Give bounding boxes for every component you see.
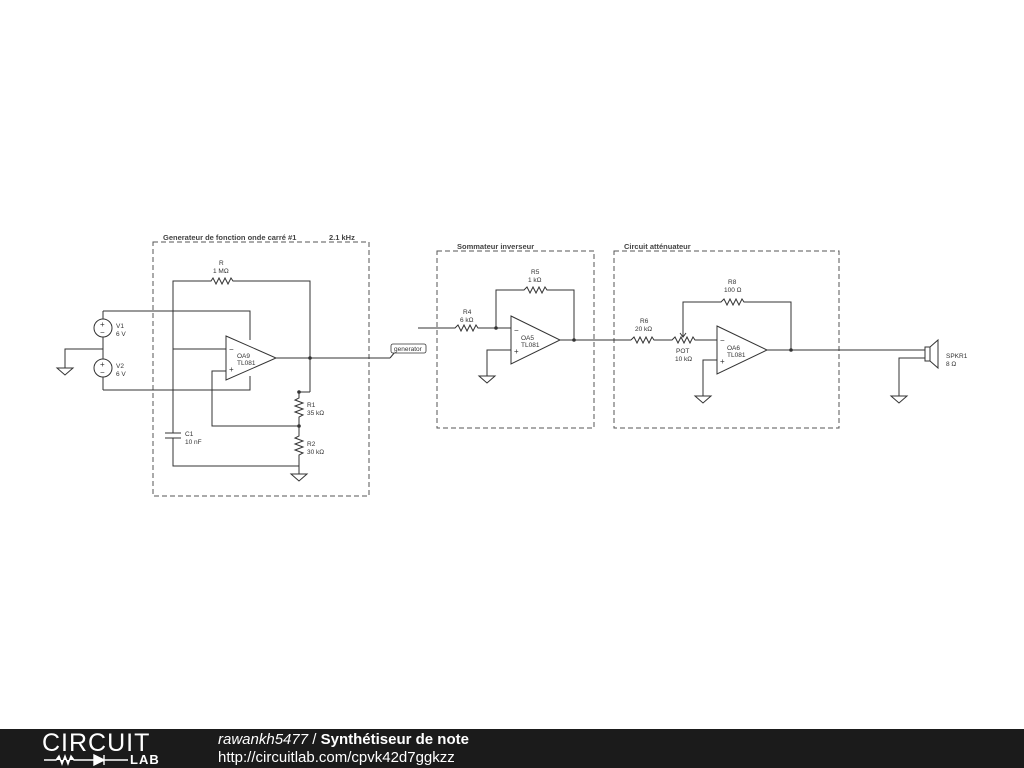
spkr1-ref: SPKR1 [946, 353, 968, 360]
junction-dot [297, 424, 301, 428]
r6-pot-chain [630, 335, 717, 345]
junction-dot [308, 356, 312, 360]
v2-source: + − [93, 358, 113, 378]
r5-ref: R5 [531, 269, 540, 276]
r2-ref: R2 [307, 441, 316, 448]
v1-minus-sign: − [100, 328, 105, 337]
oa6-part: TL081 [727, 352, 746, 359]
oa6-minus-sign: − [720, 336, 725, 345]
c1-capacitor [165, 349, 299, 467]
footer-bar: CIRCUIT LAB rawankh5477 / Synthétiseur d… [0, 729, 1024, 768]
r4-value: 6 kΩ [460, 317, 474, 324]
r-feedback-resistor [172, 276, 311, 392]
r1-resistor [293, 391, 310, 426]
circuit-url-link[interactable]: http://circuitlab.com/cpvk42d7ggkzz [218, 749, 455, 766]
circuit-attribution: rawankh5477 / Synthétiseur de note [218, 731, 469, 749]
junction-dot [789, 348, 793, 352]
oa9-ref: OA9 [237, 353, 250, 360]
oa5-noninv-ground-wire [486, 349, 511, 376]
r4-ref: R4 [463, 309, 472, 316]
speaker-ground-wire [898, 357, 925, 396]
ground-icon [477, 375, 497, 384]
v1-plus-sign: + [100, 320, 105, 329]
circuitlab-logo[interactable]: CIRCUIT LAB [42, 731, 182, 767]
ground-icon [693, 395, 713, 404]
ground-icon [289, 473, 309, 482]
logo-waveform-icon [44, 753, 128, 767]
oa6-plus-sign: + [720, 357, 725, 366]
v1-source: + − [93, 318, 113, 338]
oa6-opamp [716, 325, 769, 375]
logo-text-lab: LAB [130, 752, 160, 767]
oa9-plus-sign: + [229, 365, 234, 374]
r4-resistor [418, 323, 511, 333]
generator-net-label-box [390, 343, 427, 354]
oa5-part: TL081 [521, 342, 540, 349]
r8-value: 100 Ω [724, 287, 742, 294]
r6-ref: R6 [640, 318, 649, 325]
oa9-part: TL081 [237, 360, 256, 367]
r1-value: 35 kΩ [307, 410, 324, 417]
title-separator: / [308, 731, 321, 748]
speaker-icon [929, 338, 939, 370]
pot-wiper-arrow [679, 331, 687, 338]
v2-minus-sign: − [100, 368, 105, 377]
v1-ref: V1 [116, 323, 124, 330]
r5-value: 1 kΩ [528, 277, 542, 284]
oa9-minus-sign: − [229, 345, 234, 354]
v-plus-rail [103, 310, 251, 340]
v-minus-rail [103, 376, 251, 391]
v2-value: 6 V [116, 371, 126, 378]
c1-value: 10 nF [185, 439, 202, 446]
r2-resistor [293, 426, 305, 474]
r-ref: R [219, 260, 224, 267]
junction-dot [494, 326, 498, 330]
summer-block-title: Sommateur inverseur [457, 242, 534, 251]
r8-ref: R8 [728, 279, 737, 286]
pot-value: 10 kΩ [675, 356, 692, 363]
author-link[interactable]: rawankh5477 [218, 731, 309, 748]
ground-icon [889, 395, 909, 404]
circuit-schematic: Generateur de fonction onde carré #1 2.1… [55, 233, 968, 497]
ground-wire-left [64, 348, 103, 368]
spkr1-value: 8 Ω [946, 361, 956, 368]
pot-ref: POT [676, 348, 689, 355]
r6-value: 20 kΩ [635, 326, 652, 333]
v1-value: 6 V [116, 331, 126, 338]
r8-feedback-resistor [682, 297, 792, 350]
ground-icon [55, 367, 75, 376]
oa6-noninv-ground-wire [702, 359, 717, 396]
oa6-ref: OA6 [727, 345, 740, 352]
generator-net-label: generator [394, 346, 423, 353]
r5-feedback-resistor [495, 285, 575, 340]
generator-block-box [152, 241, 370, 497]
r-value: 1 MΩ [213, 268, 229, 275]
logo-text-circuit: CIRCUIT [42, 729, 151, 757]
v2-plus-sign: + [100, 360, 105, 369]
generator-block-title: Generateur de fonction onde carré #1 [163, 233, 296, 242]
junction-dot [297, 390, 301, 394]
circuit-title: Synthétiseur de note [320, 731, 469, 748]
oa9-noninv-input-wire [211, 370, 299, 427]
c1-ref: C1 [185, 431, 194, 438]
junction-dot [572, 338, 576, 342]
summer-block-box [436, 250, 595, 429]
oa5-plus-sign: + [514, 347, 519, 356]
oa9-opamp [225, 335, 278, 381]
attenuator-block-title: Circuit atténuateur [624, 242, 691, 251]
oa5-opamp [510, 315, 562, 365]
v2-ref: V2 [116, 363, 124, 370]
speaker-body [924, 346, 931, 362]
r2-value: 30 kΩ [307, 449, 324, 456]
oa5-minus-sign: − [514, 326, 519, 335]
oa5-ref: OA5 [521, 335, 534, 342]
r1-ref: R1 [307, 402, 316, 409]
generator-block-frequency: 2.1 kHz [329, 233, 355, 242]
